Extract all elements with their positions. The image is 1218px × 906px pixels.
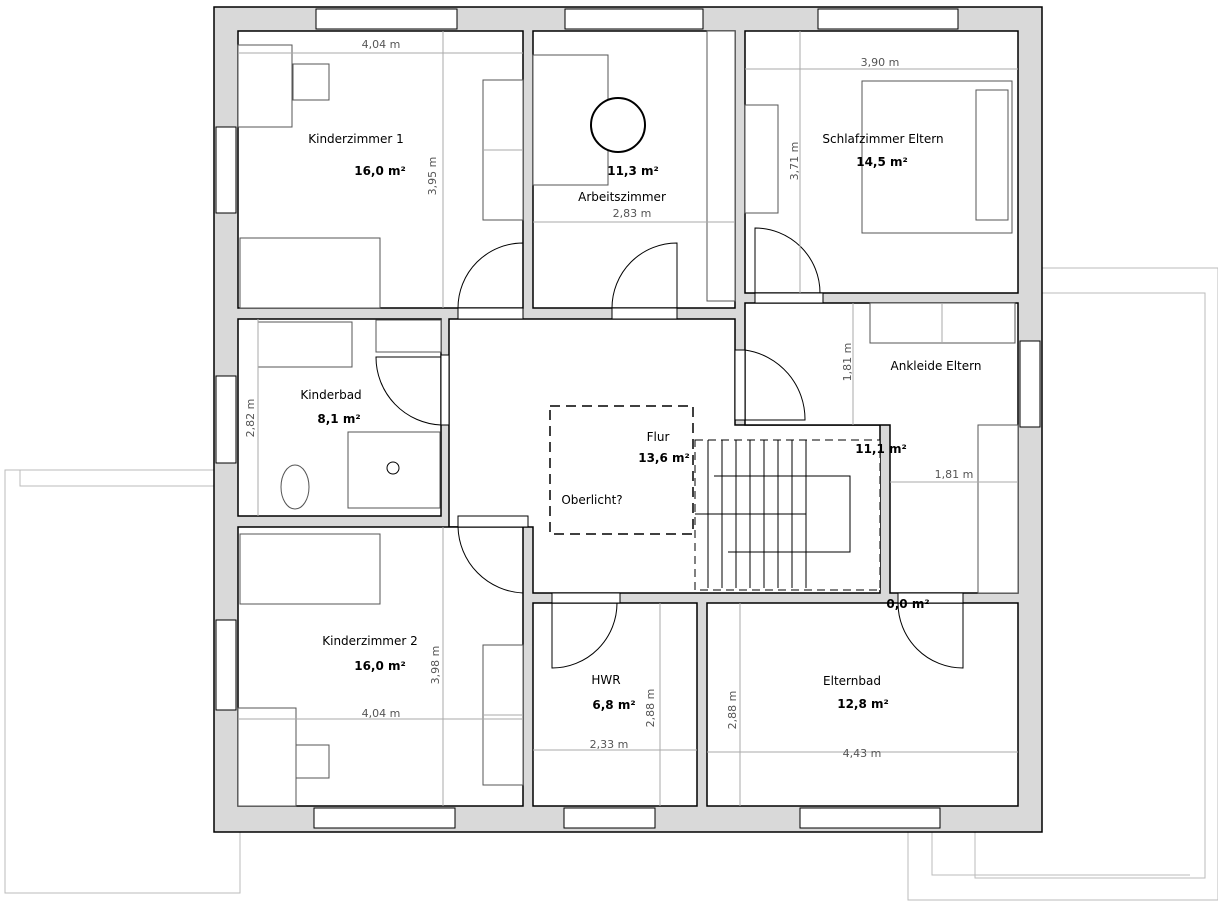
dimension-label: 2,88 m xyxy=(726,691,739,730)
dimension-label: 1,81 m xyxy=(935,468,974,481)
room-area: 11,1 m² xyxy=(855,442,907,456)
dimension-label: 2,88 m xyxy=(644,689,657,728)
dimension-label: 3,90 m xyxy=(861,56,900,69)
dimension-label: 2,33 m xyxy=(590,738,629,751)
dimension-label: 3,98 m xyxy=(429,646,442,685)
room-area: 12,8 m² xyxy=(837,697,889,711)
room-name: Kinderzimmer 1 xyxy=(308,132,404,146)
furniture xyxy=(237,30,1019,807)
room-area: 16,0 m² xyxy=(354,659,406,673)
dimension-label: 4,43 m xyxy=(843,747,882,760)
staircase xyxy=(694,439,881,591)
dimension-label: 4,04 m xyxy=(362,707,401,720)
site-outline xyxy=(4,267,1218,901)
room-elternbad[interactable] xyxy=(706,602,1019,807)
dimension-label: 3,95 m xyxy=(426,157,439,196)
dimension-label: 4,04 m xyxy=(362,38,401,51)
dimension-label: 2,82 m xyxy=(244,399,257,438)
dimension-label: 1,81 m xyxy=(841,343,854,382)
dimension-label: 2,83 m xyxy=(613,207,652,220)
room-name: HWR xyxy=(591,673,620,687)
room-area: 13,6 m² xyxy=(638,451,690,465)
dimension-lines xyxy=(238,31,1018,806)
room-name: Kinderbad xyxy=(300,388,361,402)
room-name: Elternbad xyxy=(823,674,881,688)
room-name: Ankleide Eltern xyxy=(891,359,982,373)
room-name: Flur xyxy=(647,430,670,444)
windows xyxy=(215,8,1041,829)
room-area: 8,1 m² xyxy=(317,412,360,426)
skylight-outline xyxy=(549,405,694,535)
room-area: 0,0 m² xyxy=(886,597,929,611)
room-name: Schlafzimmer Eltern xyxy=(822,132,943,146)
skylight-note: Oberlicht? xyxy=(561,493,622,507)
dimension-label: 3,71 m xyxy=(788,142,801,181)
room-area: 16,0 m² xyxy=(354,164,406,178)
room-area: 6,8 m² xyxy=(592,698,635,712)
room-ankleide[interactable] xyxy=(744,302,1019,594)
room-area: 14,5 m² xyxy=(856,155,908,169)
room-area: 11,3 m² xyxy=(607,164,659,178)
room-name: Kinderzimmer 2 xyxy=(322,634,418,648)
doors xyxy=(375,227,964,669)
room-name: Arbeitszimmer xyxy=(578,190,666,204)
